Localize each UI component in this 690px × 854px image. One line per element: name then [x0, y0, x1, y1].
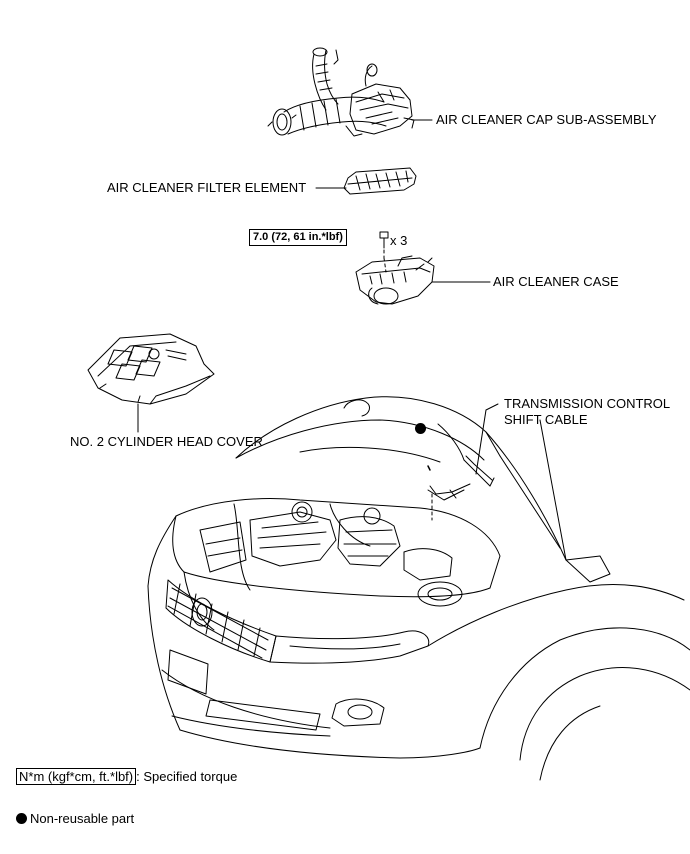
filled-circle-icon — [16, 813, 27, 824]
air-cleaner-cap-drawing — [268, 48, 414, 136]
torque-spec-box: 7.0 (72, 61 in.*lbf) — [249, 229, 347, 246]
legend-torque-unit: N*m (kgf*cm, ft.*lbf) — [16, 768, 137, 785]
filled-circle-icon — [415, 423, 426, 434]
legend-non-reusable: Non-reusable part — [16, 811, 134, 827]
torque-quantity: x 3 — [390, 233, 408, 248]
label-filter-element: AIR CLEANER FILTER ELEMENT — [107, 180, 307, 195]
label-shift-cable-line2: SHIFT CABLE — [504, 412, 588, 427]
vehicle-drawing — [148, 397, 690, 780]
label-cylinder-head-cover: NO. 2 CYLINDER HEAD COVER — [70, 434, 263, 449]
non-reusable-marker — [415, 421, 429, 437]
legend-torque-desc: : Specified torque — [136, 769, 238, 784]
leader-lines — [138, 120, 498, 474]
legend-torque: N*m (kgf*cm, ft.*lbf): Specified torque — [16, 768, 237, 785]
cylinder-head-cover-drawing — [88, 334, 214, 404]
legend-non-reusable-text: Non-reusable part — [30, 811, 135, 826]
air-cleaner-case-drawing — [356, 232, 434, 304]
label-shift-cable-line1: TRANSMISSION CONTROL — [504, 396, 671, 411]
shift-cable-drawing — [428, 424, 494, 520]
label-air-cleaner-case: AIR CLEANER CASE — [493, 274, 619, 289]
filter-element-drawing — [344, 168, 416, 194]
label-air-cleaner-cap: AIR CLEANER CAP SUB-ASSEMBLY — [436, 112, 657, 127]
